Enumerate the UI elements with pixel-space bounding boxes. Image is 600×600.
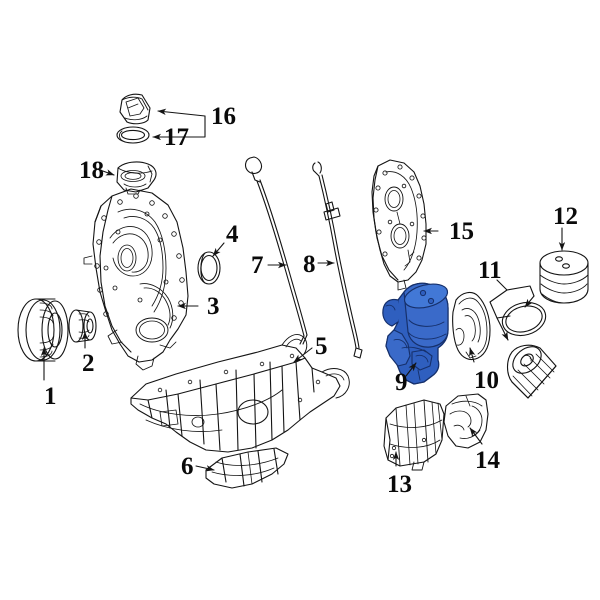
part-oil-filler-cap bbox=[119, 93, 151, 125]
callout-number-1[interactable]: 1 bbox=[44, 383, 57, 410]
callout-number-10[interactable]: 10 bbox=[474, 367, 499, 394]
part-rear-timing-cover bbox=[371, 159, 427, 291]
callout-number-17[interactable]: 17 bbox=[164, 124, 189, 151]
callout-number-14[interactable]: 14 bbox=[475, 447, 500, 474]
part-oil-filter-housing-highlighted bbox=[382, 282, 449, 385]
part-filter-element bbox=[506, 344, 557, 399]
part-oil-baffle bbox=[205, 447, 289, 489]
leader-11-a bbox=[524, 295, 535, 308]
leader-18 bbox=[99, 169, 115, 176]
callout-number-15[interactable]: 15 bbox=[449, 218, 474, 245]
part-oil-filler-neck bbox=[116, 161, 157, 195]
leader-11-stem bbox=[496, 279, 508, 291]
leader-5 bbox=[293, 347, 313, 363]
callout-number-18[interactable]: 18 bbox=[79, 157, 104, 184]
callout-number-2[interactable]: 2 bbox=[82, 350, 95, 377]
callout-number-9[interactable]: 9 bbox=[395, 369, 408, 396]
part-timing-cover bbox=[83, 188, 189, 371]
callout-number-5[interactable]: 5 bbox=[315, 333, 328, 360]
callout-number-11[interactable]: 11 bbox=[478, 257, 502, 284]
part-oil-cooler bbox=[383, 399, 445, 471]
part-crankshaft-pulley bbox=[17, 298, 69, 362]
leader-9 bbox=[405, 362, 417, 377]
part-filter-oring bbox=[501, 301, 547, 337]
callout-number-8[interactable]: 8 bbox=[303, 251, 316, 278]
part-pulley-hub bbox=[68, 309, 97, 343]
callout-number-4[interactable]: 4 bbox=[226, 221, 239, 248]
leader-6 bbox=[195, 465, 215, 472]
part-dipstick-tube bbox=[312, 161, 363, 359]
leader-4 bbox=[212, 242, 225, 257]
leader-14 bbox=[469, 427, 483, 445]
callout-number-3[interactable]: 3 bbox=[207, 293, 220, 320]
part-crankshaft-seal bbox=[197, 251, 221, 285]
part-housing-gasket bbox=[452, 291, 491, 361]
part-oil-filter-cap bbox=[539, 250, 589, 304]
part-filler-cap-seal bbox=[116, 126, 150, 144]
part-oil-cooler-gasket bbox=[443, 393, 489, 449]
callout-number-12[interactable]: 12 bbox=[553, 203, 578, 230]
callout-number-13[interactable]: 13 bbox=[387, 471, 412, 498]
part-dipstick bbox=[245, 156, 308, 345]
leader-10 bbox=[469, 347, 476, 363]
callout-number-16[interactable]: 16 bbox=[211, 103, 236, 130]
callout-number-7[interactable]: 7 bbox=[251, 252, 264, 279]
leader-16 bbox=[157, 108, 206, 117]
part-oil-pan bbox=[130, 333, 350, 453]
leader-17-bracket bbox=[184, 115, 206, 138]
callout-number-6[interactable]: 6 bbox=[181, 453, 194, 480]
leader-11-b bbox=[496, 317, 509, 341]
